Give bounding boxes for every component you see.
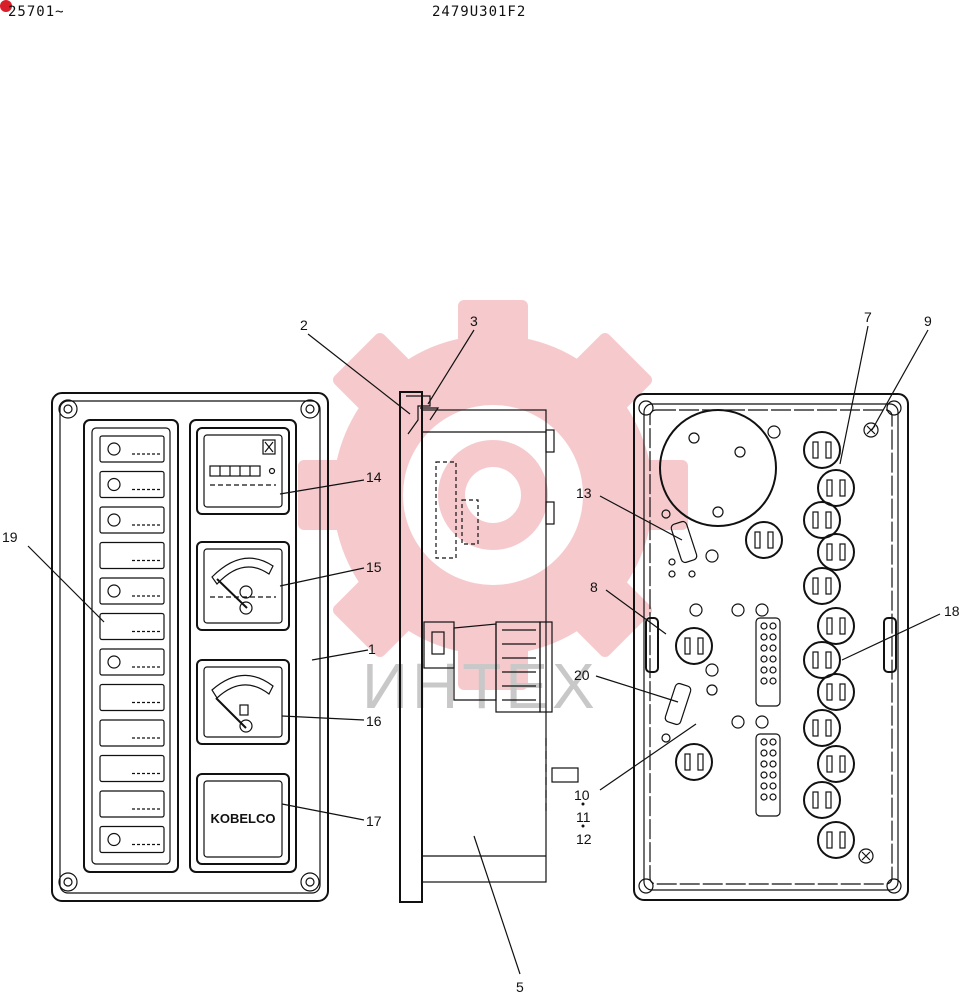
indicator-lamp — [99, 825, 165, 854]
indicator-lamp — [99, 648, 165, 676]
callout-11: 11 — [576, 809, 591, 825]
indicator-symbol-icon — [107, 584, 121, 598]
callout-10: 10 — [574, 787, 590, 803]
connector-pin — [760, 655, 768, 663]
indicator-lamp-column — [83, 419, 179, 873]
connector-pin — [769, 793, 777, 801]
callout-19: 19 — [2, 529, 18, 545]
callout-8: 8 — [590, 579, 598, 595]
red-corner-marker — [0, 0, 12, 12]
callout-labels: 2 3 7 9 13 8 20 10 11 12 14 15 16 17 1 1… — [2, 309, 960, 995]
connector-pin — [769, 666, 777, 674]
front-panel: KOBELCO — [51, 392, 329, 902]
connector-pin — [769, 622, 777, 630]
connector-pin — [769, 677, 777, 685]
callout-18: 18 — [944, 603, 960, 619]
indicator-symbol-icon — [107, 655, 121, 669]
indicator-lamp — [99, 754, 165, 783]
callout-9: 9 — [924, 313, 932, 329]
coolant-temp-gauge — [196, 541, 290, 631]
gauge-column: KOBELCO — [189, 419, 297, 873]
callout-5: 5 — [516, 979, 524, 995]
bulb-socket — [817, 533, 855, 571]
indicator-lamp — [99, 683, 165, 712]
connector-pin — [760, 644, 768, 652]
bulb-socket — [817, 745, 855, 783]
connector-pin — [769, 655, 777, 663]
connector-pin — [760, 782, 768, 790]
connector-pin — [769, 749, 777, 757]
indicator-lamp — [99, 790, 165, 818]
connector-pin — [769, 644, 777, 652]
connector-pin — [760, 622, 768, 630]
hour-meter — [196, 427, 290, 515]
connector-pin — [769, 782, 777, 790]
connector-pin — [760, 749, 768, 757]
watermark-gear-icon — [298, 300, 688, 690]
indicator-lamp — [99, 435, 165, 463]
part-number-label: 2479U301F2 — [432, 4, 527, 20]
callout-16: 16 — [366, 713, 382, 729]
fuel-level-gauge — [196, 659, 290, 745]
leader-lines — [27, 325, 941, 975]
bulb-socket — [817, 607, 855, 645]
callout-2: 2 — [300, 317, 308, 333]
connector-pin — [769, 738, 777, 746]
bulb-socket — [745, 521, 783, 559]
rear-view — [633, 393, 909, 901]
connector-pin — [760, 793, 768, 801]
indicator-symbol-icon — [107, 442, 121, 456]
connector-pin — [760, 760, 768, 768]
callout-13: 13 — [576, 485, 592, 501]
logo-plate: KOBELCO — [196, 773, 290, 865]
indicator-symbol-icon — [107, 832, 121, 847]
callout-17: 17 — [366, 813, 382, 829]
kobelco-logo-text: KOBELCO — [211, 811, 276, 826]
indicator-lamp — [99, 577, 165, 605]
bulb-socket — [803, 781, 841, 819]
connector-pin — [769, 771, 777, 779]
indicator-symbol-icon — [107, 513, 121, 527]
callout-1: 1 — [368, 641, 376, 657]
connector-pin — [760, 666, 768, 674]
bulb-socket — [803, 641, 841, 679]
connector-pin — [760, 633, 768, 641]
serial-range-label: 25701~ — [8, 4, 65, 20]
connector-pin — [760, 771, 768, 779]
indicator-symbol-icon — [107, 477, 121, 492]
bulb-socket — [675, 743, 713, 781]
bulb-socket — [803, 567, 841, 605]
bulb-socket — [675, 627, 713, 665]
bulb-socket — [817, 673, 855, 711]
indicator-lamp — [99, 470, 165, 499]
callout-12: 12 — [576, 831, 592, 847]
callout-3: 3 — [470, 313, 478, 329]
callout-20: 20 — [574, 667, 590, 683]
side-view — [399, 391, 579, 903]
indicator-lamp — [99, 719, 165, 747]
connector-pin — [760, 738, 768, 746]
indicator-lamp — [99, 612, 165, 641]
connector-pin — [769, 633, 777, 641]
bulb-socket — [817, 821, 855, 859]
bulb-socket — [803, 709, 841, 747]
watermark-text: ИНТЕХ — [362, 650, 599, 722]
callout-7: 7 — [864, 309, 872, 325]
indicator-lamp — [99, 541, 165, 570]
bulb-socket — [817, 469, 855, 507]
connector-pin — [760, 677, 768, 685]
callout-14: 14 — [366, 469, 382, 485]
connector-pin — [769, 760, 777, 768]
callout-15: 15 — [366, 559, 382, 575]
bulb-socket — [803, 501, 841, 539]
bulb-socket — [803, 431, 841, 469]
indicator-lamp — [99, 506, 165, 534]
